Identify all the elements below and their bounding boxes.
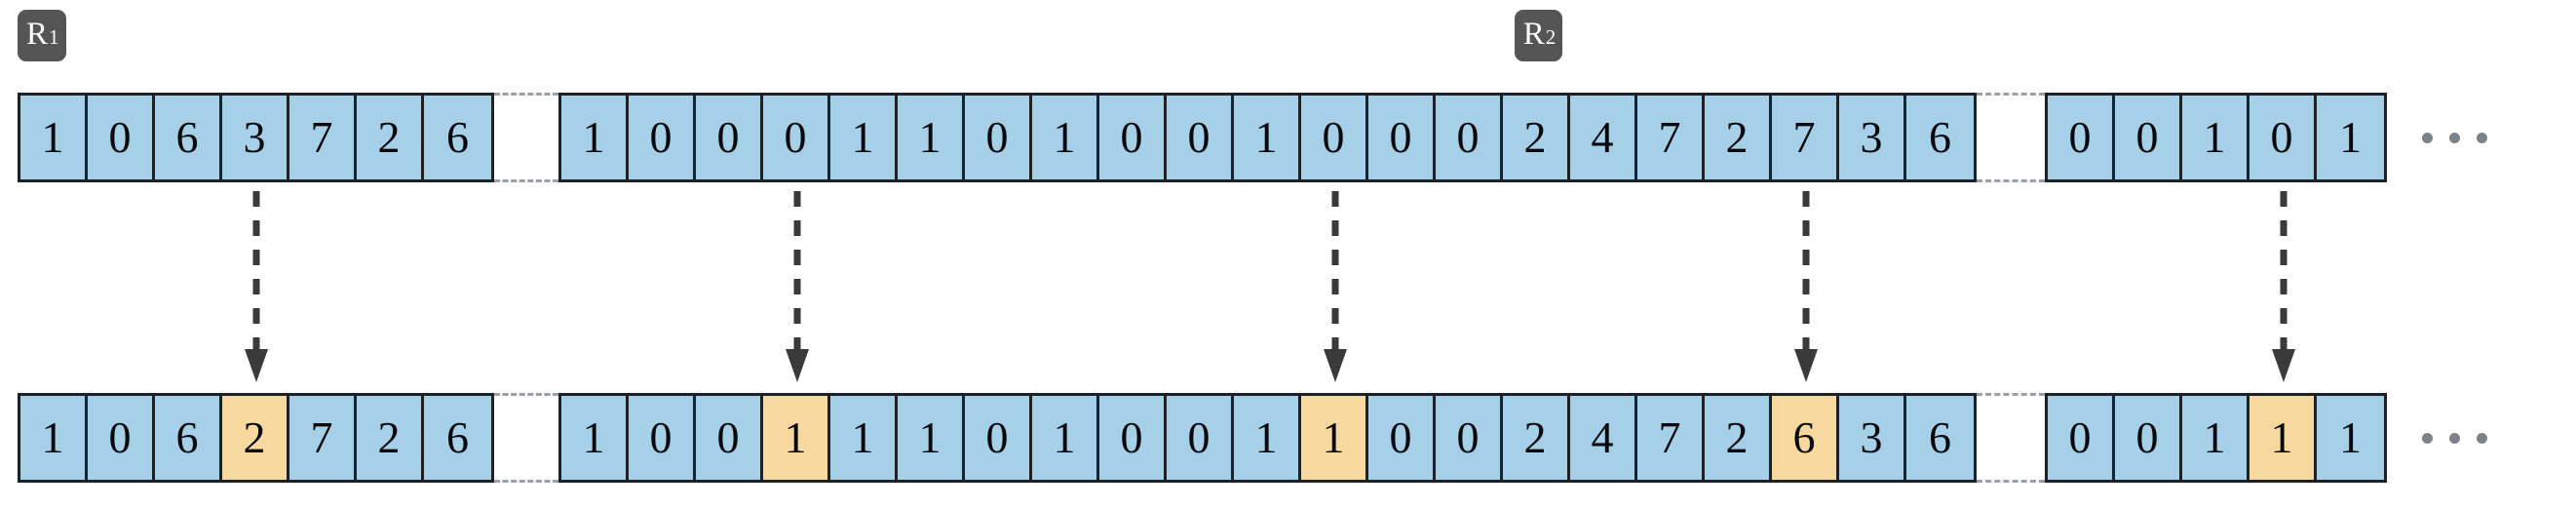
sequence-cell: 0 [696, 96, 763, 179]
sequence-cell: 0 [88, 96, 155, 179]
sequence-cell: 1 [20, 96, 88, 179]
mutation-arrow [1323, 191, 1347, 386]
sequence-cell: 1 [1032, 96, 1099, 179]
ellipsis-dot [2422, 432, 2433, 444]
ellipsis-dot [2477, 432, 2487, 444]
sequence-cell: 6 [1906, 396, 1974, 480]
group-gap-connector [1977, 93, 2045, 182]
sequence-cell-highlighted: 6 [1772, 396, 1839, 480]
sequence-cell: 7 [1772, 96, 1839, 179]
sequence-cell: 4 [1570, 396, 1637, 480]
sequence-cell: 1 [1234, 96, 1301, 179]
sequence-cell: 0 [1099, 96, 1167, 179]
sequence-cell: 0 [2249, 96, 2317, 179]
sequence-cell: 0 [1436, 396, 1503, 480]
ellipsis-dot [2422, 132, 2433, 143]
sequence-cell: 0 [696, 396, 763, 480]
sequence-cell: 7 [289, 396, 357, 480]
mutation-arrow [1793, 191, 1818, 386]
sequence-cell: 0 [1436, 96, 1503, 179]
sequence-cell-highlighted: 1 [2249, 396, 2317, 480]
sequence-cell: 0 [1368, 396, 1436, 480]
region-badge-r2-subscript: 2 [1545, 25, 1557, 49]
sequence-cell: 0 [763, 96, 830, 179]
sequence-cell: 3 [1839, 396, 1906, 480]
sequence-cell: 2 [1503, 96, 1570, 179]
region-badge-r1-subscript: 1 [49, 25, 59, 49]
sequence-cell: 1 [898, 396, 965, 480]
group-gap-connector [1977, 393, 2045, 483]
sequence-cell: 6 [424, 96, 491, 179]
sequence-cell: 0 [1167, 96, 1234, 179]
sequence-cell: 6 [424, 396, 491, 480]
mutation-arrow [785, 191, 809, 386]
sequence-cell: 2 [357, 396, 424, 480]
sequence-cell: 4 [1570, 96, 1637, 179]
sequence-cell: 2 [1705, 96, 1772, 179]
sequence-cell: 2 [357, 96, 424, 179]
ellipsis-dot [2477, 132, 2487, 143]
group-gap-connector [494, 93, 558, 182]
sequence-continues-ellipsis [2422, 393, 2487, 483]
ellipsis-dot [2449, 132, 2460, 143]
sequence-cell: 1 [20, 396, 88, 480]
sequence-cell: 1 [830, 96, 898, 179]
sequence-cell-highlighted: 2 [222, 396, 289, 480]
sequence-cell: 3 [222, 96, 289, 179]
group-gap-connector [494, 393, 558, 483]
sequence-cell: 0 [2048, 96, 2115, 179]
sequence-cell: 1 [898, 96, 965, 179]
sequence-cell: 0 [88, 396, 155, 480]
region-badge-r2-letter: R [1522, 17, 1545, 52]
sequence-cell: 0 [2115, 396, 2182, 480]
sequence-cell: 2 [1503, 396, 1570, 480]
sequence-cell: 7 [1637, 96, 1705, 179]
sequence-cell: 0 [1099, 396, 1167, 480]
mutation-arrow [244, 191, 268, 386]
sequence-cell: 1 [2182, 96, 2249, 179]
sequence-cell: 0 [1301, 96, 1368, 179]
sequence-cell: 0 [629, 396, 696, 480]
region-badge-r1-letter: R [26, 17, 49, 52]
sequence-cell: 6 [155, 96, 222, 179]
sequence-cell: 3 [1839, 96, 1906, 179]
sequence-cell: 0 [629, 96, 696, 179]
sequence-cell: 0 [965, 396, 1032, 480]
sequence-cell-highlighted: 1 [1301, 396, 1368, 480]
sequence-cell: 2 [1705, 396, 1772, 480]
sequence-cell: 0 [965, 96, 1032, 179]
sequence-cell: 6 [1906, 96, 1974, 179]
sequence-cell: 1 [830, 396, 898, 480]
ellipsis-dot [2449, 432, 2460, 444]
sequence-cell: 1 [1234, 396, 1301, 480]
sequence-cell: 1 [2317, 396, 2384, 480]
sequence-continues-ellipsis [2422, 93, 2487, 182]
sequence-cell: 1 [1032, 396, 1099, 480]
sequence-cell: 1 [561, 396, 629, 480]
mutation-arrow [2271, 191, 2295, 386]
sequence-cell: 0 [1368, 96, 1436, 179]
sequence-cell: 1 [561, 96, 629, 179]
sequence-cell-highlighted: 1 [763, 396, 830, 480]
sequence-cell: 1 [2182, 396, 2249, 480]
sequence-cell: 6 [155, 396, 222, 480]
sequence-cell: 0 [1167, 396, 1234, 480]
sequence-cell: 7 [1637, 396, 1705, 480]
sequence-cell: 1 [2317, 96, 2384, 179]
sequence-cell: 0 [2115, 96, 2182, 179]
sequence-cell: 7 [289, 96, 357, 179]
sequence-cell: 0 [2048, 396, 2115, 480]
